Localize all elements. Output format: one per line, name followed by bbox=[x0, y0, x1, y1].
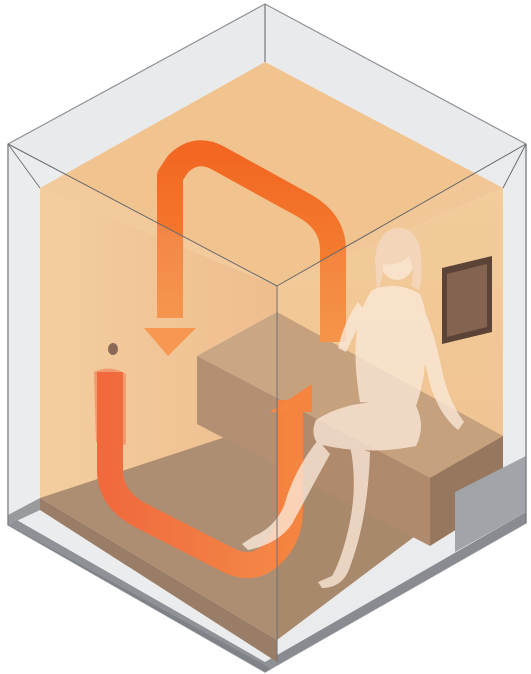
steam-room-diagram bbox=[0, 0, 531, 674]
